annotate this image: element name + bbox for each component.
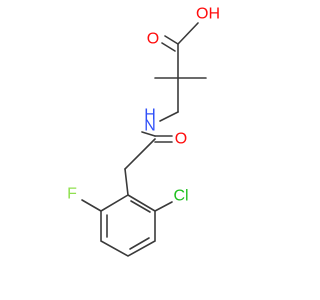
amide-n-label: N — [144, 118, 156, 135]
bond-c-o-double-a — [164, 35, 179, 45]
molecule-structure: OH O H N O F Cl — [67, 6, 220, 257]
benzene-ring — [100, 194, 156, 257]
bond-c-oh — [177, 22, 199, 45]
molecule-canvas: OH O H N O F Cl — [67, 5, 220, 257]
ring-double-bond-1 — [130, 200, 151, 213]
fluorine-label: F — [67, 186, 77, 203]
chlorine-label: Cl — [173, 188, 188, 205]
bond-ch2-n — [159, 111, 179, 122]
bond-carbonyl-ch2 — [124, 138, 156, 170]
bond-ring-cl — [154, 201, 173, 212]
amide-nh-label: H — [144, 107, 156, 124]
acid-oh-label: OH — [196, 6, 220, 23]
bond-ch2-ring — [124, 168, 129, 196]
amide-o-label: O — [175, 131, 187, 148]
bond-c-o-double-b — [161, 42, 176, 52]
ring-double-bond-2 — [129, 237, 150, 250]
bond-ring-f — [81, 199, 102, 212]
acid-o-label: O — [147, 31, 159, 48]
bond-n-carbonyl — [141, 131, 156, 137]
